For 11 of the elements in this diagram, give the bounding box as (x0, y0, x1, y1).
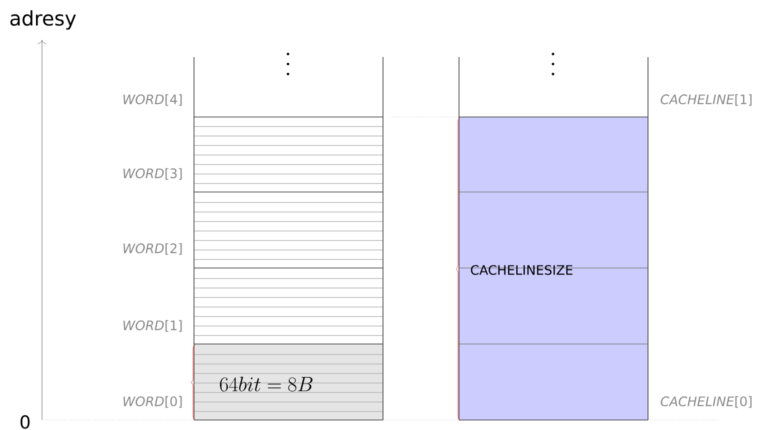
cacheline-label: CACHELINE[1] (660, 94, 752, 106)
word-label: WORD[2] (124, 243, 182, 255)
word-label: WORD[1] (124, 320, 182, 332)
size-formula: $64bit = 8B$ (220, 376, 312, 392)
word-label: WORD[4] (124, 94, 182, 106)
word-label: WORD[0] (124, 396, 182, 408)
axis-title: adresy (10, 10, 76, 30)
word-label: WORD[3] (124, 168, 182, 180)
size-label: CACHELINESIZE (470, 265, 572, 275)
cacheline-label: CACHELINE[0] (660, 396, 752, 408)
origin-label: 0 (20, 415, 30, 429)
